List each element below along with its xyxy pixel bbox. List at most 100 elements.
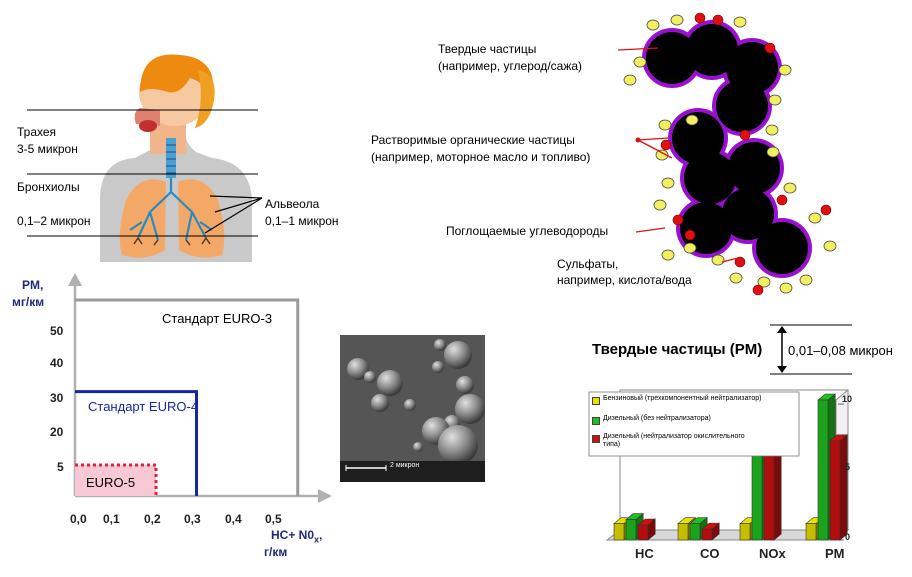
pointer-dot (635, 137, 641, 143)
bar-category-label: NOx (759, 546, 786, 561)
bar-side (773, 449, 782, 541)
bar-front (701, 528, 713, 541)
right-lung (178, 179, 225, 258)
euro-ylabel-line2: мг/км (12, 295, 45, 309)
euro-ytick: 30 (50, 391, 64, 405)
soluble-droplet (733, 16, 747, 28)
sulfates-label: Сульфаты, (557, 257, 619, 271)
euro5-label: EURO-5 (86, 475, 136, 490)
bronchioles-size: 0,1–2 микрон (17, 214, 91, 228)
bar (763, 449, 783, 541)
soluble-droplet (799, 274, 813, 286)
soot-particle (716, 80, 768, 132)
trachea-shape (166, 138, 176, 178)
pointer-line (635, 227, 666, 233)
euro-xlabel-line1: HC+ N0x, (271, 528, 323, 545)
sulfate-droplet (684, 229, 696, 241)
soluble-droplet (765, 124, 779, 136)
pointer-line (637, 139, 673, 159)
soluble-droplet (768, 94, 782, 106)
soluble-droplet (633, 56, 647, 68)
soluble-droplet (808, 212, 822, 224)
bar-front (613, 523, 625, 541)
soot-particle (646, 32, 698, 84)
soluble-droplet (683, 242, 697, 254)
soluble-droplet (823, 240, 837, 252)
soluble-droplet (766, 146, 780, 158)
micrograph-scale-label: 2 микрон (390, 462, 420, 469)
bar-front (637, 524, 649, 541)
bar (701, 522, 721, 541)
bar-front (805, 523, 817, 541)
sulfate-droplet (776, 194, 788, 206)
sulfate-droplet (712, 14, 724, 26)
solid-particles-example: (например, углерод/сажа) (438, 59, 583, 73)
soluble-droplet (778, 64, 792, 76)
sulfate-droplet (764, 42, 776, 54)
soot-particle (680, 202, 732, 254)
euro-xtick: 0,1 (103, 512, 120, 526)
sulfates-example: например, кислота/вода (557, 273, 692, 287)
pointer-line (637, 137, 669, 141)
soluble-particles-label: Растворимые органические частицы (371, 133, 575, 147)
soot-particle (672, 112, 724, 164)
bar-category-label: HC (635, 546, 654, 561)
bar (637, 518, 657, 541)
euro-ytick: 50 (50, 324, 64, 338)
soluble-droplet (783, 182, 797, 194)
pointer-line (721, 257, 739, 263)
euro-ytick: 5 (57, 460, 64, 474)
euro-y-arrow (68, 273, 82, 286)
hydrocarbons-label: Поглощаемые углеводороды (446, 224, 609, 238)
sulfate-droplet (672, 214, 684, 226)
euro-xtick: 0,3 (184, 512, 201, 526)
soluble-droplet (757, 276, 771, 288)
euro-limit-line (75, 298, 300, 496)
bar-ytick: 10 (842, 394, 853, 404)
euro-x-arrow (318, 489, 332, 503)
trachea-label: Трахея (17, 125, 57, 139)
hair-shape (140, 54, 214, 100)
bar-front (689, 523, 701, 541)
euro-xtick: 0,0 (70, 512, 87, 526)
legend-item-gasoline: Бензиновый (трехкомпонентный нейтрализат… (592, 395, 782, 411)
euro-xtick: 0,2 (144, 512, 161, 526)
soluble-droplet (653, 199, 667, 211)
bar-front (829, 440, 841, 541)
bar-side (839, 434, 848, 541)
bar-category-label: PM (825, 546, 845, 561)
euro-xtick: 0,4 (225, 512, 242, 526)
bar-ytick: 5 (845, 462, 851, 472)
bar-ytick: 0 (845, 532, 851, 542)
euro-ytick: 20 (50, 425, 64, 439)
euro-limit-line (75, 390, 198, 496)
euro3-label: Стандарт EURO-3 (162, 311, 273, 326)
soluble-droplet (661, 177, 675, 189)
soluble-droplet (658, 119, 672, 131)
sulfate-droplet (694, 12, 706, 24)
soluble-particles-example: (например, моторное масло и топливо) (371, 150, 591, 164)
bar-front (739, 523, 751, 541)
trachea-size: 3-5 микрон (17, 142, 78, 156)
size-note-title: Твердые частицы (PM) (592, 341, 763, 358)
left-lung (119, 179, 166, 258)
bar-front (751, 451, 763, 541)
sulfate-droplet (752, 284, 764, 296)
euro-limit-line (75, 463, 158, 496)
soluble-droplet (661, 249, 675, 261)
soluble-droplet (670, 14, 684, 26)
soot-particle (728, 142, 780, 194)
soot-particle (686, 24, 738, 76)
bar-front (817, 399, 829, 541)
solid-particles-label: Твердые частицы (438, 42, 537, 56)
soluble-droplet (711, 254, 725, 266)
bronchioles-label: Бронхиолы (17, 180, 80, 194)
soluble-droplet (729, 272, 743, 284)
soluble-droplet (623, 74, 637, 86)
soot-particle (722, 188, 774, 240)
soluble-droplet (685, 114, 699, 126)
legend-box (588, 391, 800, 457)
sulfate-droplet (820, 204, 832, 216)
particle-micrograph: 2 микрон (340, 335, 485, 482)
